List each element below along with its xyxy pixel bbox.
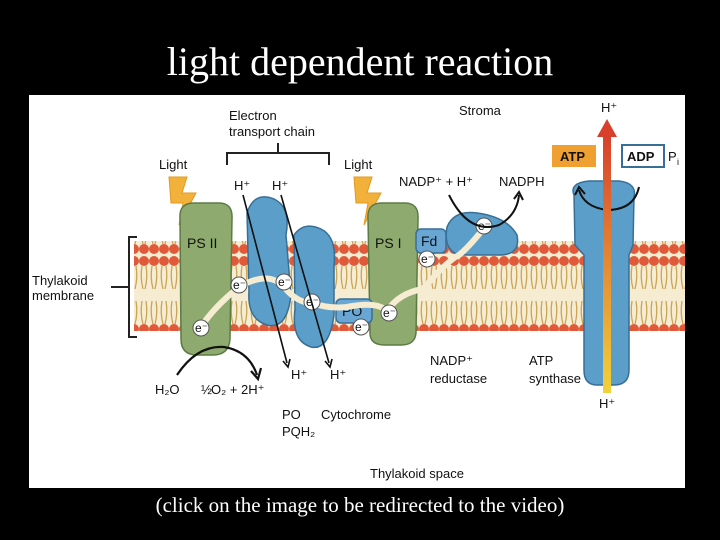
thylakoid-membrane-label-1: Thylakoid — [32, 273, 88, 288]
proton-flow-arrow — [603, 135, 611, 393]
nadp-reductase-label-2: reductase — [430, 371, 487, 386]
diagram-image-link[interactable]: Thylakoid membrane Electron transport ch… — [29, 95, 685, 488]
light-label-right: Light — [344, 157, 373, 172]
atp-label: ATP — [560, 149, 585, 164]
adp-badge — [621, 144, 665, 168]
nadp-reaction-arrow — [448, 194, 520, 228]
slide-caption: (click on the image to be redirected to … — [155, 493, 565, 517]
pi-label: P — [668, 149, 677, 164]
svg-text:e⁻: e⁻ — [306, 295, 319, 309]
photosystem-i — [367, 202, 419, 346]
pi-subscript: i — [677, 157, 679, 167]
nadph-label: NADPH — [499, 174, 545, 189]
cytochrome-complex — [293, 225, 336, 349]
etc-label-1: Electron — [229, 108, 277, 123]
stroma-label: Stroma — [459, 103, 502, 118]
atp-synthase-label-2: synthase — [529, 371, 581, 386]
svg-text:e⁻: e⁻ — [278, 275, 291, 289]
svg-text:e⁻: e⁻ — [383, 306, 396, 320]
water-label: H₂O — [155, 382, 180, 397]
atp-synthase-label-1: ATP — [529, 353, 553, 368]
po-label: PO — [282, 407, 301, 422]
ps2-label: PS II — [187, 235, 217, 251]
water-splitting-arrow — [176, 345, 259, 376]
h-plus-lumen-1: H⁺ — [291, 367, 307, 382]
h-plus-stroma-2: H⁺ — [272, 178, 288, 193]
etc-protein-1 — [246, 196, 292, 327]
fd-label: Fd — [421, 233, 437, 249]
etc-bracket — [226, 152, 330, 165]
proton-arrow-1 — [242, 194, 288, 364]
proton-arrow-head — [597, 119, 617, 137]
adp-label: ADP — [627, 149, 655, 164]
svg-text:e⁻: e⁻ — [195, 321, 208, 335]
electron-po: e⁻ — [352, 318, 370, 336]
h-plus-lumen-2: H⁺ — [330, 367, 346, 382]
thylakoid-space-label: Thylakoid space — [370, 466, 464, 481]
etc-label-2: transport chain — [229, 124, 315, 139]
oxygen-proton-label: O₂ + 2H⁺ — [211, 382, 264, 397]
nadp-reductase-label-1: NADP⁺ — [430, 353, 473, 368]
svg-text:e⁻: e⁻ — [421, 252, 434, 266]
electron-ps2: e⁻ — [192, 319, 210, 337]
photosystem-ii — [179, 202, 233, 356]
atp-badge — [552, 145, 596, 167]
nadp-reaction: NADP⁺ + H⁺ — [399, 174, 473, 189]
light-reaction-diagram: Thylakoid membrane Electron transport ch… — [32, 100, 685, 481]
electron-etc-1: e⁻ — [230, 276, 248, 294]
electron-fd: e⁻ — [418, 250, 436, 268]
electron-path — [198, 225, 487, 330]
half-label: ½ — [201, 382, 212, 397]
light-label-left: Light — [159, 157, 188, 172]
cytochrome-label: Cytochrome — [321, 407, 391, 422]
thylakoid-membrane-label-2: membrane — [32, 288, 94, 303]
pqh2-label: PQH₂ — [282, 424, 315, 439]
h-plus-stroma-1: H⁺ — [234, 178, 250, 193]
svg-text:e⁻: e⁻ — [355, 320, 368, 334]
ps1-label: PS I — [375, 235, 401, 251]
h-plus-bottom: H⁺ — [599, 396, 615, 411]
svg-text:e⁻: e⁻ — [233, 278, 246, 292]
h-plus-top: H⁺ — [601, 100, 617, 115]
slide-title: light dependent reaction — [166, 39, 554, 84]
electron-ps1: e⁻ — [380, 304, 398, 322]
electron-etc-2: e⁻ — [275, 273, 293, 291]
proton-arrow-2 — [280, 194, 330, 364]
